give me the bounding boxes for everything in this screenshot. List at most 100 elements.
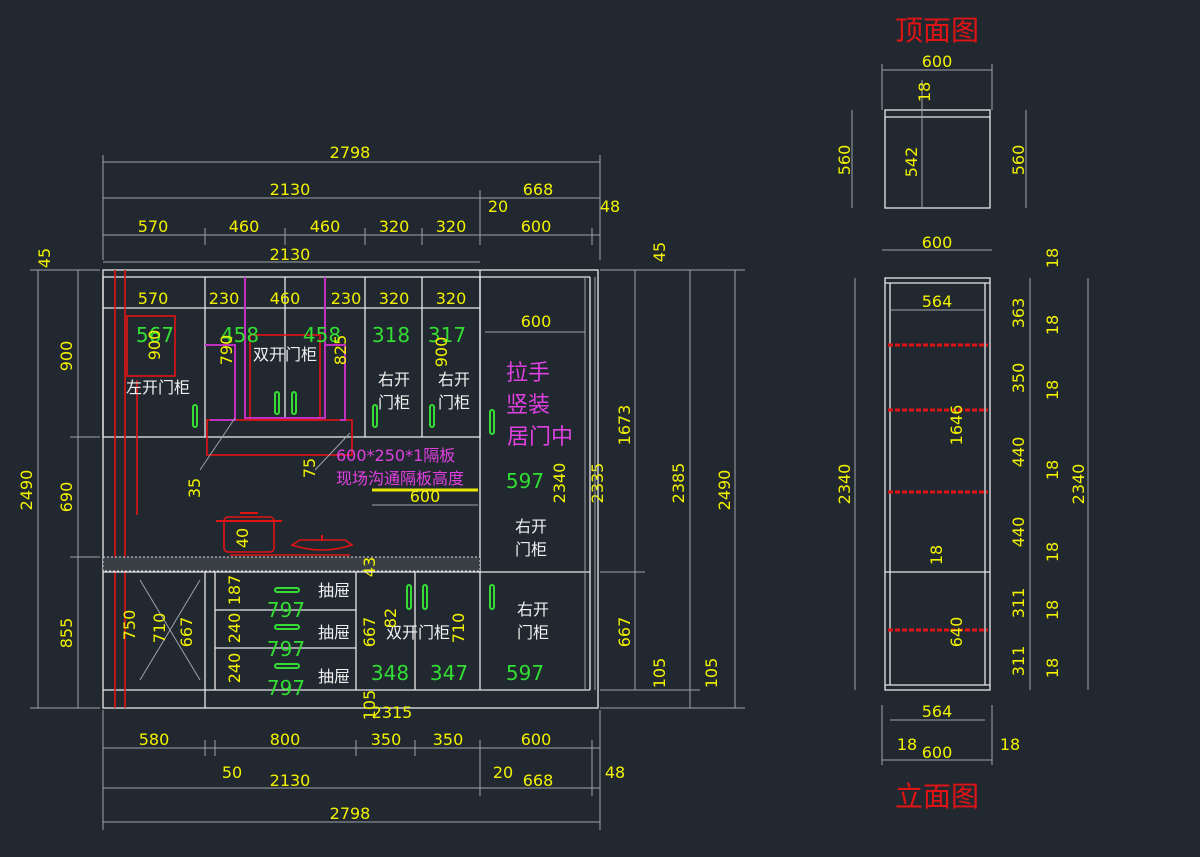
dim-tall-inner: 600 xyxy=(521,312,552,331)
elev-inner-top: 564 xyxy=(922,292,953,311)
elev-panel-1: 18 xyxy=(1043,248,1062,268)
height-lower-750: 750 xyxy=(120,610,139,641)
top-view-panel: 18 xyxy=(915,82,934,102)
right-105b: 105 xyxy=(702,658,721,689)
dim-seg-3: 460 xyxy=(310,217,341,236)
top-view: 顶面图 600 18 560 542 560 xyxy=(835,14,1028,209)
elevation-view: 600 564 1646 18 640 2340 363 350 440 440… xyxy=(835,233,1089,813)
tall-unit: 拉手 竖装 居门中 597 右开 门柜 右开 门柜 597 2340 2335 xyxy=(506,277,607,690)
bottom-seg-3: 350 xyxy=(371,730,402,749)
drawer-width-1: 797 xyxy=(267,598,305,622)
bottom-dimensions: 580 800 350 350 600 50 2130 20 668 48 27… xyxy=(102,710,625,830)
dim-43: 43 xyxy=(360,557,379,577)
elev-space-4: 440 xyxy=(1009,517,1028,548)
upper-inner-dims: 570 230 460 230 320 320 600 xyxy=(138,289,585,333)
dim-2315: 2315 xyxy=(372,703,413,722)
dim-inner-5: 320 xyxy=(379,289,410,308)
right-dimensions: 45 1673 667 105 2385 2490 105 xyxy=(600,242,745,709)
elev-side-right: 18 xyxy=(1000,735,1020,754)
bottom-end: 48 xyxy=(605,763,625,782)
dim-inner-4: 230 xyxy=(331,289,362,308)
dim-seg-5: 320 xyxy=(436,217,467,236)
bottom-tall: 668 xyxy=(523,771,554,790)
right-667: 667 xyxy=(615,617,634,648)
bottom-run: 2130 xyxy=(270,771,311,790)
height-upper-900b: 900 xyxy=(432,337,451,368)
shelf-note-1: 600*250*1隔板 xyxy=(336,446,455,465)
drawer-label-3: 抽屉 xyxy=(318,667,350,686)
label-lower-double: 双开门柜 xyxy=(386,623,450,642)
note-handle-1: 拉手 xyxy=(506,361,550,386)
label-tall-lower-2: 门柜 xyxy=(517,623,549,642)
dim-seg-1: 570 xyxy=(138,217,169,236)
top-view-width: 600 xyxy=(922,52,953,71)
dim-end-top: 48 xyxy=(600,197,620,216)
note-handle-3: 居门中 xyxy=(507,425,573,450)
bottom-seg-2: 800 xyxy=(270,730,301,749)
dim-inner-3: 460 xyxy=(270,289,301,308)
elev-panel-2: 18 xyxy=(1043,315,1062,335)
right-top-gap: 45 xyxy=(650,242,669,262)
dim-inner-2: 230 xyxy=(209,289,240,308)
elev-panel-6: 18 xyxy=(1043,600,1062,620)
width-tall-upper: 597 xyxy=(506,469,544,493)
label-left-open: 左开门柜 xyxy=(126,378,190,397)
dim-35: 35 xyxy=(185,478,204,498)
width-lower-348: 348 xyxy=(371,661,409,685)
upper-labels: 左开门柜 双开门柜 右开 门柜 右开 门柜 900 790 825 900 xyxy=(126,330,470,412)
width-upper-4: 318 xyxy=(372,323,410,347)
drawer-label-2: 抽屉 xyxy=(318,623,350,642)
dim-overall-top: 2798 xyxy=(330,143,371,162)
height-lower-667a: 667 xyxy=(177,617,196,648)
height-lower-667b: 667 xyxy=(360,617,379,648)
elev-panel-3: 18 xyxy=(1043,380,1062,400)
elev-side-left: 18 xyxy=(897,735,917,754)
dim-40: 40 xyxy=(233,528,252,548)
top-view-title: 顶面图 xyxy=(895,14,979,47)
bottom-seg-1: 580 xyxy=(139,730,170,749)
width-upper-2: 458 xyxy=(221,323,259,347)
width-upper-1: 567 xyxy=(136,323,174,347)
drawer-height-3: 240 xyxy=(225,653,244,684)
top-view-depth-left: 560 xyxy=(835,145,854,176)
dim-75: 75 xyxy=(300,458,319,478)
drawer-height-2: 240 xyxy=(225,613,244,644)
height-tall-2340: 2340 xyxy=(550,463,569,504)
height-lower-82: 82 xyxy=(381,608,400,628)
label-right-open-1: 右开 xyxy=(378,370,410,389)
elev-panel-4: 18 xyxy=(1043,460,1062,480)
right-1673: 1673 xyxy=(615,405,634,446)
left-top-gap: 45 xyxy=(35,248,54,268)
elev-space-5: 311 xyxy=(1009,588,1028,619)
width-tall-lower: 597 xyxy=(506,661,544,685)
left-dimensions: 45 2490 900 690 855 xyxy=(17,248,100,709)
note-handle-2: 竖装 xyxy=(506,393,550,418)
left-mid: 690 xyxy=(57,482,76,513)
dim-inner-6: 320 xyxy=(436,289,467,308)
elevation-title: 立面图 xyxy=(895,780,979,813)
hood-outline xyxy=(205,277,346,421)
dim-seg-6: 600 xyxy=(521,217,552,236)
dim-tall-top: 668 xyxy=(523,180,554,199)
bottom-overall: 2798 xyxy=(330,804,371,823)
shelf-width: 600 xyxy=(410,487,441,506)
label-tall-lower-1: 右开 xyxy=(517,600,549,619)
drawer-label-1: 抽屉 xyxy=(318,581,350,600)
right-total-2490: 2490 xyxy=(715,470,734,511)
width-upper-3: 458 xyxy=(303,323,341,347)
elev-door-upper: 1646 xyxy=(947,405,966,446)
height-upper-900a: 900 xyxy=(145,330,164,361)
width-upper-5: 317 xyxy=(428,323,466,347)
elev-total-left: 2340 xyxy=(835,464,854,505)
drawer-width-2: 797 xyxy=(267,637,305,661)
label-right-open-2: 右开 xyxy=(438,370,470,389)
label-door-1: 门柜 xyxy=(378,393,410,412)
range-hood xyxy=(114,270,353,708)
height-tall-2335: 2335 xyxy=(588,463,607,504)
top-view-depth-right: 560 xyxy=(1009,145,1028,176)
height-lower-710b: 710 xyxy=(449,613,468,644)
top-dimensions: 2798 2130 668 20 48 570 460 460 320 320 … xyxy=(102,143,620,264)
elev-space-1: 363 xyxy=(1009,298,1028,329)
left-upper: 900 xyxy=(57,341,76,372)
width-lower-347: 347 xyxy=(430,661,468,685)
